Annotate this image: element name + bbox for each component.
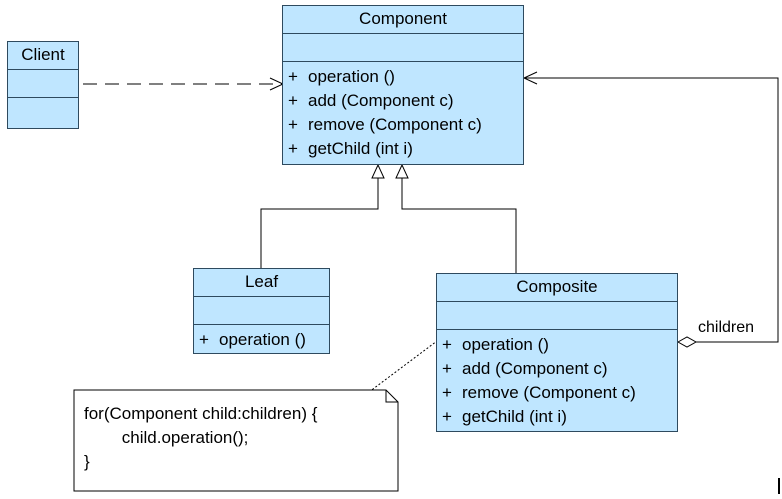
class-name: Component [283, 6, 523, 34]
visibility: + [442, 407, 452, 426]
attributes-compartment [283, 34, 523, 62]
visibility: + [442, 359, 452, 378]
operations-compartment: + operation () + add (Component c) + remove… [437, 330, 677, 429]
dependency-client-component [83, 77, 285, 91]
operation: + operation () [199, 328, 329, 352]
operation: + getChild (int i) [442, 405, 677, 429]
operation: + getChild (int i) [288, 137, 523, 161]
visibility: + [199, 330, 209, 349]
aggregation-composite-children [522, 71, 779, 348]
note-anchor-line [368, 340, 438, 393]
operation-signature: operation () [219, 330, 306, 349]
note-line: for(Component child:children) { [84, 404, 318, 423]
operation-signature: remove (Component c) [462, 383, 636, 402]
attributes-compartment [194, 297, 329, 325]
visibility: + [288, 115, 298, 134]
operation-signature: operation () [462, 335, 549, 354]
association-label-children: children [698, 319, 755, 336]
operations-compartment [8, 98, 78, 101]
operation: + add (Component c) [288, 89, 523, 113]
generalization-composite-component [395, 163, 517, 273]
operation: + add (Component c) [442, 357, 677, 381]
class-component[interactable]: Component + operation () + add (Component … [282, 5, 524, 165]
attributes-compartment [437, 302, 677, 330]
operation: + remove (Component c) [288, 113, 523, 137]
operation-signature: add (Component c) [308, 91, 454, 110]
attributes-compartment [8, 70, 78, 98]
code-note[interactable]: for(Component child:children) { child.op… [74, 390, 398, 491]
class-name: Leaf [194, 269, 329, 297]
class-name: Composite [437, 274, 677, 302]
visibility: + [288, 91, 298, 110]
operation-signature: remove (Component c) [308, 115, 482, 134]
visibility: + [442, 335, 452, 354]
operation-signature: operation () [308, 67, 395, 86]
operation: + operation () [288, 65, 523, 89]
note-shape [73, 389, 399, 492]
visibility: + [442, 383, 452, 402]
operation-signature: getChild (int i) [462, 407, 567, 426]
visibility: + [288, 139, 298, 158]
note-line: child.operation(); [84, 428, 249, 447]
operation-signature: add (Component c) [462, 359, 608, 378]
operation: + operation () [442, 333, 677, 357]
operations-compartment: + operation () [194, 325, 329, 352]
note-line: } [84, 452, 90, 471]
class-leaf[interactable]: Leaf + operation () [193, 268, 330, 354]
class-composite[interactable]: Composite + operation () + add (Component … [436, 273, 678, 432]
visibility: + [288, 67, 298, 86]
generalization-leaf-component [260, 163, 385, 269]
operation-signature: getChild (int i) [308, 139, 413, 158]
operation: + remove (Component c) [442, 381, 677, 405]
class-name: Client [8, 42, 78, 70]
class-client[interactable]: Client [7, 41, 79, 129]
operations-compartment: + operation () + add (Component c) + remove… [283, 62, 523, 161]
